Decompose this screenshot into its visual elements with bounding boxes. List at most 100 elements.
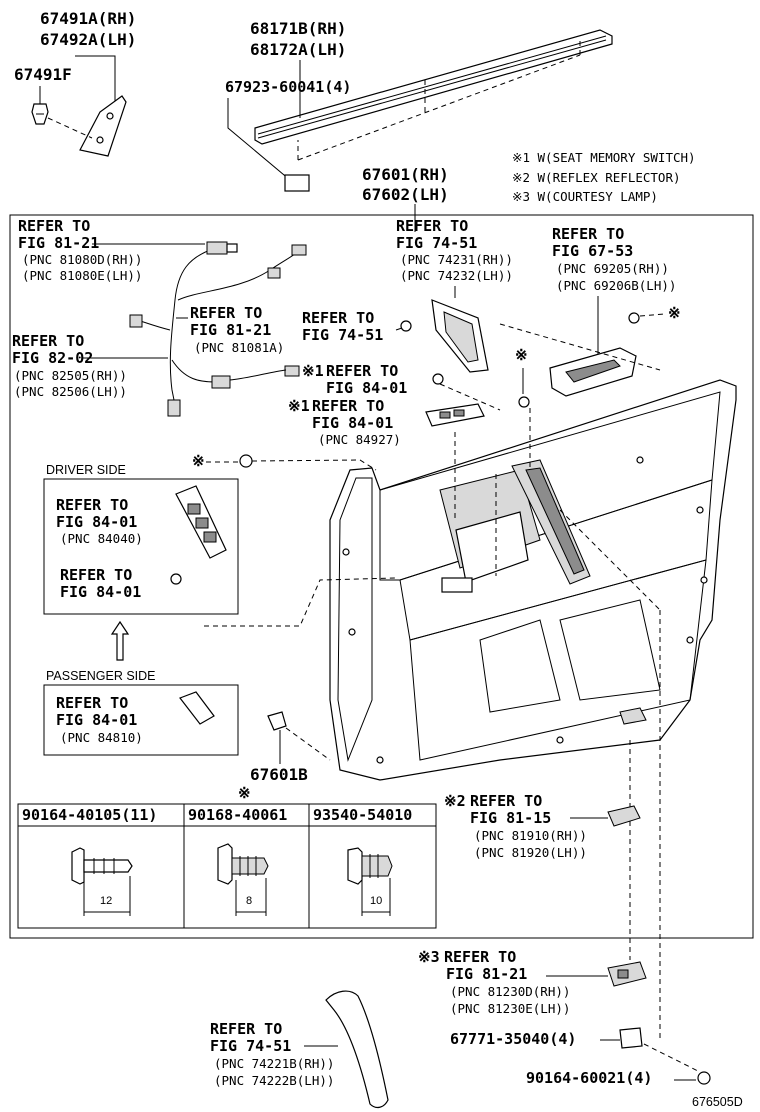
nut-icon (619, 1027, 643, 1049)
ref14-line4: (PNC 74222B(LH)) (214, 1073, 334, 1088)
ref6-line4: (PNC 69206B(LH)) (556, 278, 676, 293)
ref-67-53: REFER TO FIG 67-53 (PNC 69205(RH)) (PNC … (515, 225, 681, 408)
arrow-up-icon (110, 620, 130, 661)
passenger-switch-icon (179, 691, 215, 725)
ref3-line1: REFER TO (190, 304, 262, 322)
ref7-line2: FIG 84-01 (326, 379, 407, 397)
part-67491f-label: 67491F (14, 65, 72, 84)
ref12-mark: ※2 (444, 792, 466, 810)
driver-side-box: DRIVER SIDE REFER TO FIG 84-01 (PNC 8404… (43, 463, 239, 615)
ref-81-21-wiring: REFER TO FIG 81-21 (PNC 81080D(RH)) (PNC… (18, 217, 307, 417)
door-trim-panel (329, 379, 737, 781)
driver-side-label: DRIVER SIDE (46, 463, 126, 477)
mark-note-3b: ※ (515, 346, 528, 364)
passenger-side-label: PASSENGER SIDE (46, 669, 156, 683)
ref13-line4: (PNC 81230E(LH)) (450, 1001, 570, 1016)
fastener-mark: ※ (238, 784, 251, 802)
ref12-line2: FIG 81-15 (470, 809, 551, 827)
ref-74-51: REFER TO FIG 74-51 (302, 309, 412, 344)
ref7-mark: ※1 (302, 362, 324, 380)
ref13-line2: FIG 81-21 (446, 965, 527, 983)
note-2: ※2 W(REFLEX REFLECTOR) (512, 170, 681, 185)
ref13-mark: ※3 (418, 948, 440, 966)
ref-84-01-a: ※1 REFER TO FIG 84-01 (302, 362, 444, 397)
ref9-line1: REFER TO (56, 496, 128, 514)
part-67491a-label: 67491A(RH) (40, 9, 136, 28)
retainer-icon (284, 174, 310, 192)
note-1: ※1 W(SEAT MEMORY SWITCH) (512, 150, 696, 165)
ref10-line1: REFER TO (60, 566, 132, 584)
reflex-reflector-icon (607, 805, 641, 827)
ref3-line3: (PNC 81081A) (194, 340, 284, 355)
ref7-line1: REFER TO (326, 362, 398, 380)
part-68171b-label: 68171B(RH) (250, 19, 346, 38)
ref12-line3: (PNC 81910(RH)) (474, 828, 587, 843)
ref1-line1: REFER TO (18, 217, 90, 235)
part-90164-label: 90164-60021(4) (526, 1069, 652, 1087)
ref1-line3: (PNC 81080D(RH)) (22, 252, 142, 267)
screw-icon-2 (628, 312, 640, 324)
ref2-line3: (PNC 82505(RH)) (14, 368, 127, 383)
fastener-3-part: 93540-54010 (313, 806, 412, 824)
door-panel-outline (329, 379, 737, 781)
mark-note-3a: ※ (668, 304, 681, 322)
ref11-line1: REFER TO (56, 694, 128, 712)
ref2-line2: FIG 82-02 (12, 349, 93, 367)
ref11-line3: (PNC 84810) (60, 730, 143, 745)
ref6-line3: (PNC 69205(RH)) (556, 261, 669, 276)
fastener-3-dim: 10 (370, 895, 382, 907)
part-67601b-label: 67601B (250, 765, 308, 784)
ref13-line3: (PNC 81230D(RH)) (450, 984, 570, 999)
ref4-line4: (PNC 74232(LH)) (400, 268, 513, 283)
fastener-3-icon (347, 847, 363, 885)
ref-84-01-b: ※1 REFER TO FIG 84-01 (PNC 84927) (288, 397, 485, 447)
figure-code: 676505D (692, 1095, 743, 1109)
part-67771-label: 67771-35040(4) (450, 1030, 576, 1048)
ref14-line2: FIG 74-51 (210, 1037, 291, 1055)
ref11-line2: FIG 84-01 (56, 711, 137, 729)
ref5-line1: REFER TO (302, 309, 374, 327)
ref8-mark: ※1 (288, 397, 310, 415)
ref-82-02: REFER TO FIG 82-02 (PNC 82505(RH)) (PNC … (12, 332, 168, 399)
panel-screw-icon (239, 454, 253, 468)
ref12-line4: (PNC 81920(LH)) (474, 845, 587, 860)
notes: ※1 W(SEAT MEMORY SWITCH) ※2 W(REFLEX REF… (512, 150, 696, 204)
screw-icon-5 (170, 573, 182, 585)
clip-67601b-icon (267, 711, 287, 731)
ref5-line2: FIG 74-51 (302, 326, 383, 344)
ref14-line1: REFER TO (210, 1020, 282, 1038)
fastener-1-part: 90164-40105(11) (22, 806, 157, 824)
ref8-line2: FIG 84-01 (312, 414, 393, 432)
ref9-line3: (PNC 84040) (60, 531, 143, 546)
ref9-line2: FIG 84-01 (56, 513, 137, 531)
screw-icon-3 (518, 396, 530, 408)
weatherstrip-icon (254, 29, 613, 145)
ref4-line1: REFER TO (396, 217, 468, 235)
part-67492a-label: 67492A(LH) (40, 30, 136, 49)
ref6-line2: FIG 67-53 (552, 242, 633, 260)
part-67602-label: 67602(LH) (362, 185, 449, 204)
fastener-table: ※ 90164-40105(11) 90168-40061 93540-5401… (17, 784, 437, 929)
ref2-line4: (PNC 82506(LH)) (14, 384, 127, 399)
weatherstrip-group: 68171B(RH) 68172A(LH) 67923-60041(4) (225, 19, 613, 192)
ref3-line2: FIG 81-21 (190, 321, 271, 339)
fastener-2-part: 90168-40061 (188, 806, 287, 824)
fastener-1-icon (71, 847, 85, 885)
ref8-line1: REFER TO (312, 397, 384, 415)
ref1-line2: FIG 81-21 (18, 234, 99, 252)
screw-icon-4 (432, 373, 444, 385)
fastener-1-dim: 12 (100, 895, 112, 907)
ref2-line1: REFER TO (12, 332, 84, 350)
ref6-line1: REFER TO (552, 225, 624, 243)
part-67923-label: 67923-60041(4) (225, 78, 351, 96)
note-3: ※3 W(COURTESY LAMP) (512, 189, 658, 204)
ref-81-21-lamp: ※3 REFER TO FIG 81-21 (PNC 81230D(RH)) (… (418, 948, 647, 1016)
pull-handle-cover-icon (325, 990, 389, 1109)
ref-81-21-81081a: REFER TO FIG 81-21 (PNC 81081A) (176, 304, 284, 355)
part-67601-label: 67601(RH) (362, 165, 449, 184)
ref-74-51-74231: REFER TO FIG 74-51 (PNC 74231(RH)) (PNC … (396, 217, 513, 373)
screw-icon (400, 320, 412, 332)
ref-81-15: ※2 REFER TO FIG 81-15 (PNC 81910(RH)) (P… (444, 792, 641, 860)
ref8-line3: (PNC 84927) (318, 432, 401, 447)
